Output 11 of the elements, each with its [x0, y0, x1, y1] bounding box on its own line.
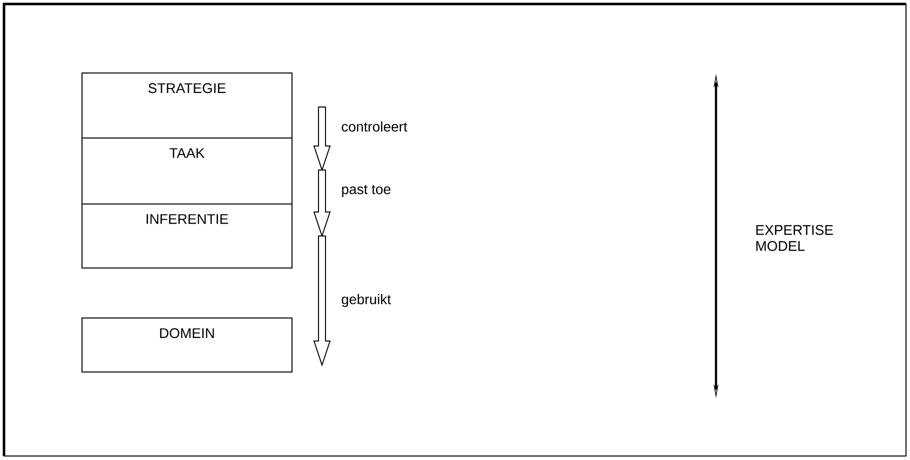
- edge-label: controleert: [342, 121, 408, 132]
- edge-label: past toe: [342, 185, 390, 197]
- model-label: EXPERTISE MODEL: [756, 225, 833, 251]
- layer-box: STRATEGIE: [82, 72, 292, 138]
- layer-box: INFERENTIE: [82, 204, 292, 268]
- hollow-arrow: [313, 170, 331, 238]
- layer-box: TAAK: [82, 138, 292, 204]
- edge-label: gebruikt: [342, 294, 391, 308]
- layer-box: DOMEIN: [82, 318, 292, 372]
- hollow-arrow: [313, 106, 331, 172]
- hollow-arrow: [313, 236, 331, 367]
